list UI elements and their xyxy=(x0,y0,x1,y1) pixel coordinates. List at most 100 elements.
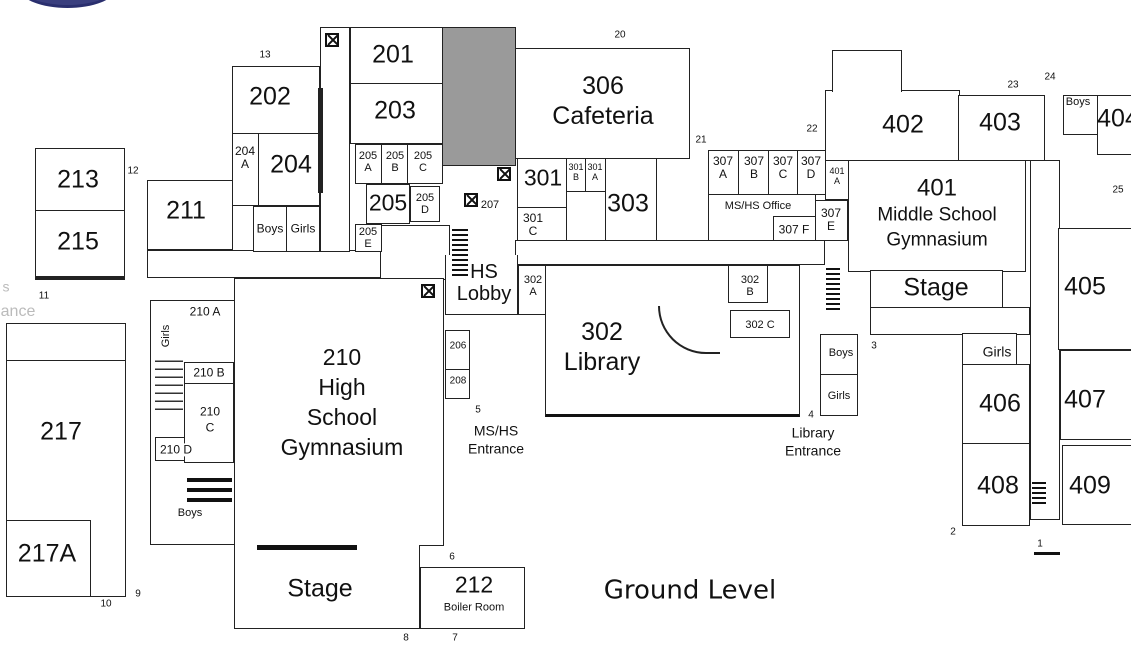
ms-hs-office-label: MS/HS Office xyxy=(724,199,792,212)
room-205d xyxy=(410,186,440,222)
room-205c xyxy=(407,144,443,184)
room-210-name-2: School xyxy=(306,404,378,430)
room-205b-number: 205 xyxy=(385,149,405,162)
elevator-icon xyxy=(464,193,478,207)
room-301c-suffix: C xyxy=(528,224,538,238)
room-210b-label: 210 B xyxy=(193,365,225,380)
room-201-label: 201 xyxy=(372,40,414,69)
stage-210-label: Stage xyxy=(287,574,353,603)
room-307e xyxy=(815,200,848,241)
room-409-label: 409 xyxy=(1069,471,1111,500)
room-205d-suffix: D xyxy=(421,204,429,216)
room-206-label: 206 xyxy=(449,340,467,352)
room-203-label: 203 xyxy=(374,96,416,125)
restroom-boys-400-label: Boys xyxy=(1065,95,1091,108)
restroom-girls-library xyxy=(820,374,858,416)
hallway-300 xyxy=(515,240,825,265)
room-302a-number: 302 xyxy=(523,273,543,286)
library-entrance-line2: Entrance xyxy=(784,442,842,458)
exit-13: 13 xyxy=(259,49,271,61)
hallway-central xyxy=(380,225,450,280)
room-307c-suffix: C xyxy=(778,167,788,181)
room-306-number: 306 xyxy=(582,72,624,100)
room-408-label: 408 xyxy=(977,471,1019,500)
room-207-label: 207 xyxy=(480,198,500,211)
exit-4: 4 xyxy=(808,409,814,421)
room-407 xyxy=(1060,350,1131,440)
room-404-label: 404 xyxy=(1097,104,1131,133)
room-301b-number: 301 xyxy=(568,162,584,173)
room-307b-suffix: B xyxy=(749,167,758,181)
exit-11: 11 xyxy=(38,290,50,302)
hallway-east xyxy=(870,307,1030,335)
room-401-gymnasium xyxy=(848,160,1026,272)
room-302-name: Library xyxy=(563,348,641,376)
room-401a xyxy=(825,160,850,200)
exit-7: 7 xyxy=(452,632,458,644)
restroom-girls-400-label: Girls xyxy=(982,343,1012,360)
room-408 xyxy=(962,443,1030,526)
restroom-boys-200-label: Boys xyxy=(256,221,284,236)
room-403 xyxy=(958,95,1045,161)
room-301c xyxy=(517,207,567,241)
ms-hs-entrance-line2: Entrance xyxy=(467,440,525,456)
hallway-west xyxy=(147,250,382,278)
room-404 xyxy=(1097,95,1131,155)
room-301b-suffix: B xyxy=(572,172,579,182)
room-307c-number: 307 xyxy=(772,153,794,168)
room-205d-number: 205 xyxy=(415,191,435,204)
room-201 xyxy=(350,27,443,84)
room-401-number: 401 xyxy=(916,174,958,202)
hallway-400 xyxy=(1030,160,1060,520)
room-205c-suffix: C xyxy=(419,162,427,174)
room-302a-suffix: A xyxy=(529,286,537,298)
room-307f-label: 307 F xyxy=(778,222,810,237)
restroom-girls-200-label: Girls xyxy=(290,221,316,236)
room-301 xyxy=(517,158,567,208)
elevator-icon xyxy=(497,167,511,181)
room-301-label: 301 xyxy=(523,164,563,191)
exit-24: 24 xyxy=(1044,71,1056,83)
room-302b xyxy=(728,265,768,303)
exit-5: 5 xyxy=(475,404,481,416)
restroom-boys-200 xyxy=(253,206,287,252)
exit-12: 12 xyxy=(127,165,139,177)
room-307a-suffix: A xyxy=(718,167,727,181)
room-205e-number: 205 xyxy=(358,225,378,238)
room-213-label: 213 xyxy=(57,165,99,194)
room-204a xyxy=(232,133,259,206)
hs-lobby-line2: Lobby xyxy=(456,283,512,305)
room-210d-label: 210 D xyxy=(159,442,193,457)
exit-3: 3 xyxy=(871,340,877,352)
room-205-label: 205 xyxy=(368,189,408,216)
room-401-name-1: Middle School xyxy=(877,204,997,226)
room-302a xyxy=(518,265,546,315)
room-406-label: 406 xyxy=(979,389,1021,418)
logo xyxy=(20,0,115,8)
room-302c xyxy=(730,310,790,338)
exit-20: 20 xyxy=(614,29,626,41)
room-301c-number: 301 xyxy=(522,210,544,225)
room-402 xyxy=(825,90,960,161)
stage-210 xyxy=(234,545,420,629)
room-205c-number: 205 xyxy=(413,149,433,162)
stage-401 xyxy=(870,270,1003,308)
room-307b-number: 307 xyxy=(743,153,765,168)
room-307e-number: 307 xyxy=(820,205,842,220)
room-205a-suffix: A xyxy=(364,162,372,174)
room-405-label: 405 xyxy=(1064,272,1106,301)
